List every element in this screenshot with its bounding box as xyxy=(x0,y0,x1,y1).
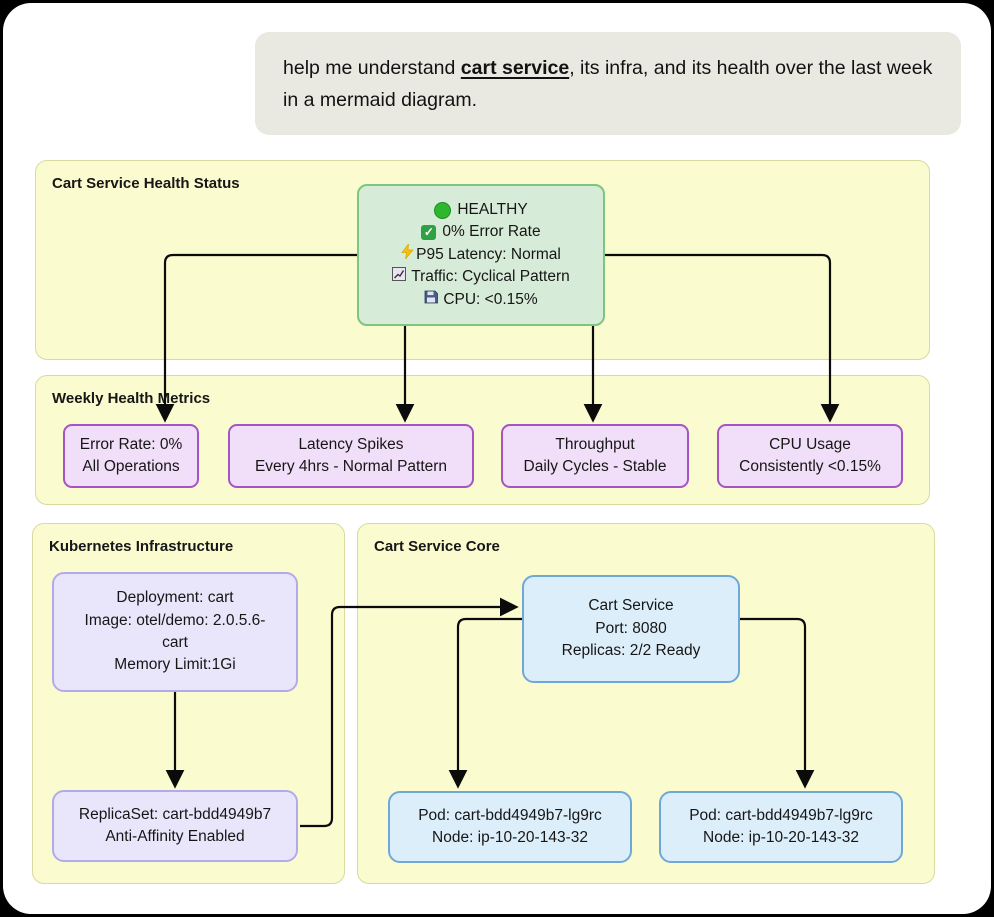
healthy-line-traffic: Traffic: Cyclical Pattern xyxy=(392,266,570,288)
healthy-line-latency: P95 Latency: Normal xyxy=(401,242,561,266)
pod2-line2: Node: ip-10-20-143-32 xyxy=(703,829,859,846)
cart-service-line2: Port: 8080 xyxy=(595,619,667,637)
healthy-error-rate-text: 0% Error Rate xyxy=(442,223,541,241)
node-error-rate: Error Rate: 0% All Operations xyxy=(63,424,199,488)
cart-service-highlight: cart service xyxy=(460,57,570,79)
error-rate-line2: All Operations xyxy=(82,458,180,475)
subgraph-kubernetes-title: Kubernetes Infrastructure xyxy=(49,538,234,555)
cpu-usage-line2: Consistently <0.15% xyxy=(739,458,881,475)
throughput-line2: Daily Cycles - Stable xyxy=(523,458,667,475)
check-icon: ✓ xyxy=(421,225,437,241)
chart-icon xyxy=(392,266,407,288)
node-deployment: Deployment: cart Image: otel/demo: 2.0.5… xyxy=(52,572,298,692)
green-circle-icon xyxy=(434,201,452,219)
healthy-status-text: HEALTHY xyxy=(457,200,528,218)
latency-line2: Every 4hrs - Normal Pattern xyxy=(254,458,448,475)
healthy-line-error-rate: ✓ 0% Error Rate xyxy=(421,221,541,243)
node-cpu-usage: CPU Usage Consistently <0.15% xyxy=(717,424,903,488)
deployment-line4: Memory Limit:1Gi xyxy=(114,656,236,674)
user-message-prefix: help me understand xyxy=(283,57,461,79)
node-healthy-status: HEALTHY ✓ 0% Error Rate P95 Latency: Nor… xyxy=(357,184,605,326)
user-message-text: help me understand cart service, its inf… xyxy=(283,53,933,116)
floppy-icon xyxy=(424,289,439,311)
subgraph-weekly-metrics-title: Weekly Health Metrics xyxy=(52,390,211,407)
node-latency-spikes: Latency Spikes Every 4hrs - Normal Patte… xyxy=(228,424,474,488)
replicaset-line2: Anti-Affinity Enabled xyxy=(105,828,245,845)
healthy-line-cpu: CPU: <0.15% xyxy=(424,289,538,311)
node-pod-2: Pod: cart-bdd4949b7-lg9rc Node: ip-10-20… xyxy=(659,791,903,863)
pod1-line1: Pod: cart-bdd4949b7-lg9rc xyxy=(418,806,602,824)
cart-service-line3: Replicas: 2/2 Ready xyxy=(561,642,701,660)
healthy-latency-text: P95 Latency: Normal xyxy=(416,245,561,263)
cart-service-line1: Cart Service xyxy=(588,597,674,615)
healthy-cpu-text: CPU: <0.15% xyxy=(443,290,538,308)
lightning-icon xyxy=(401,242,414,266)
node-cart-service: Cart Service Port: 8080 Replicas: 2/2 Re… xyxy=(522,575,740,683)
pod1-line2: Node: ip-10-20-143-32 xyxy=(432,829,588,846)
node-throughput: Throughput Daily Cycles - Stable xyxy=(501,424,689,488)
latency-line1: Latency Spikes xyxy=(298,435,404,453)
subgraph-health-status-title: Cart Service Health Status xyxy=(52,175,240,192)
user-message-bubble: help me understand cart service, its inf… xyxy=(255,32,961,135)
deployment-line2: Image: otel/demo: 2.0.5.6- xyxy=(84,611,266,629)
user-message-suffix: , its infra, and its health over the las… xyxy=(283,57,933,111)
throughput-line1: Throughput xyxy=(555,435,635,453)
node-pod-1: Pod: cart-bdd4949b7-lg9rc Node: ip-10-20… xyxy=(388,791,632,863)
healthy-line-status: HEALTHY xyxy=(434,199,528,221)
node-replicaset: ReplicaSet: cart-bdd4949b7 Anti-Affinity… xyxy=(52,790,298,862)
pod2-line1: Pod: cart-bdd4949b7-lg9rc xyxy=(689,806,873,824)
healthy-traffic-text: Traffic: Cyclical Pattern xyxy=(411,268,570,286)
subgraph-core-title: Cart Service Core xyxy=(374,538,500,555)
replicaset-line1: ReplicaSet: cart-bdd4949b7 xyxy=(78,805,272,823)
cpu-usage-line1: CPU Usage xyxy=(769,435,851,453)
deployment-line1: Deployment: cart xyxy=(116,589,234,607)
error-rate-line1: Error Rate: 0% xyxy=(79,435,183,453)
deployment-line3: cart xyxy=(162,634,188,651)
